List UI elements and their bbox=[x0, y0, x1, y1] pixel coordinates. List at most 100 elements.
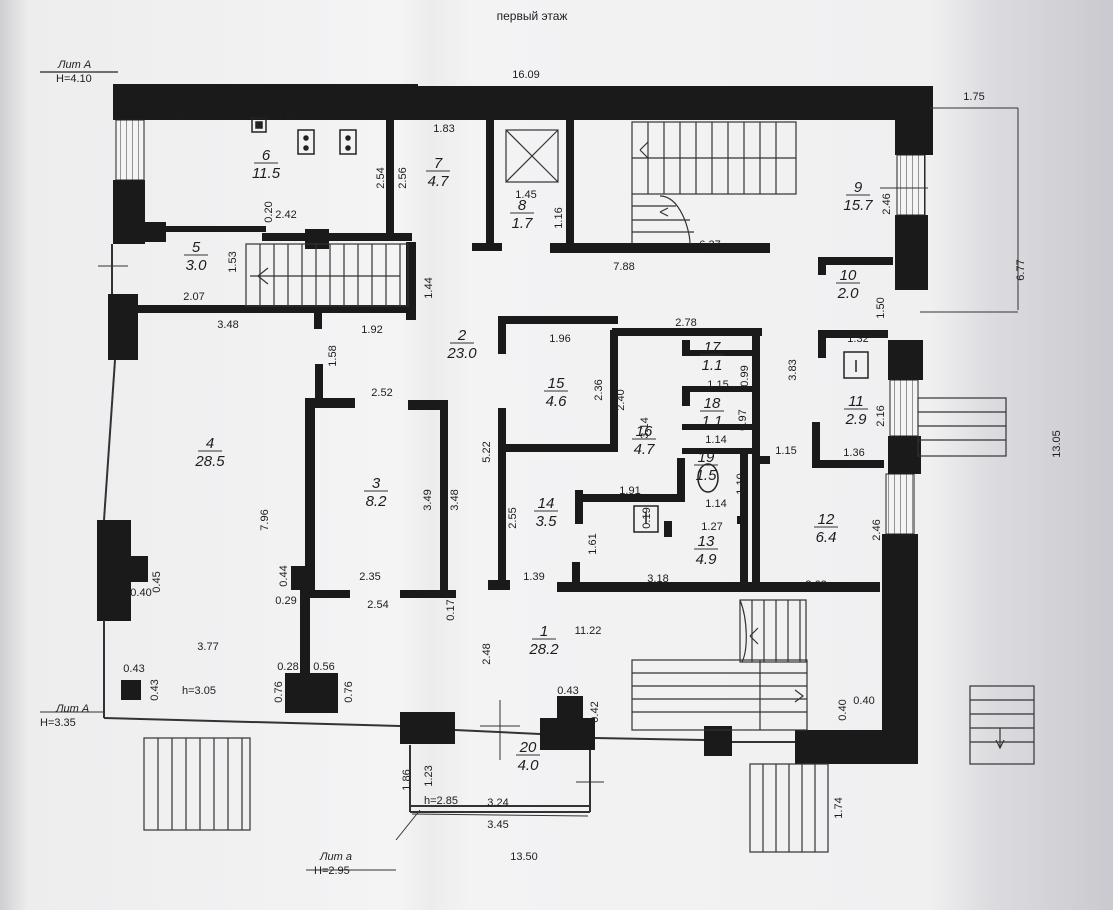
dimension-value: 0.99 bbox=[739, 365, 751, 386]
dimension-value: 0.42 bbox=[589, 701, 601, 722]
dimension-value: 2.16 bbox=[875, 405, 887, 426]
room-label: 154.6 bbox=[544, 375, 568, 410]
room-area: 3.0 bbox=[186, 257, 208, 274]
dimension-value: 1.58 bbox=[327, 345, 339, 366]
room-number: 16 bbox=[636, 423, 653, 440]
dimension-value: 0.20 bbox=[263, 201, 275, 222]
room-number: 8 bbox=[518, 197, 527, 214]
dimension-value: 1.14 bbox=[705, 498, 726, 510]
height-annotations: h=3.80 h=3.05 h=2.85 bbox=[154, 111, 458, 807]
dimension-value: 3.77 bbox=[197, 641, 218, 653]
room-number: 9 bbox=[854, 179, 863, 196]
dimension-value: 0.45 bbox=[151, 571, 163, 592]
dimension-value: 1.16 bbox=[553, 207, 565, 228]
dimension-value: 0.19 bbox=[641, 507, 653, 528]
room-number: 19 bbox=[698, 449, 715, 466]
room-number: 13 bbox=[698, 533, 715, 550]
room-number: 3 bbox=[372, 475, 381, 492]
dimension-value: 7.88 bbox=[613, 261, 634, 273]
dimension-value: 1.32 bbox=[847, 333, 868, 345]
dimension-value: 2.42 bbox=[275, 209, 296, 221]
room-area: 8.2 bbox=[366, 493, 388, 510]
dimension-value: 1.91 bbox=[619, 485, 640, 497]
dimension-value: 2.36 bbox=[593, 379, 605, 400]
dimension-value: 1.53 bbox=[227, 251, 239, 272]
lit-a-small-label: Лит а bbox=[319, 851, 352, 863]
dimension-lines bbox=[40, 107, 1019, 871]
room-number: 4 bbox=[206, 435, 214, 452]
dimension-value: 3.48 bbox=[217, 319, 238, 331]
room-label: 128.2 bbox=[528, 623, 559, 658]
height-label: h=3.05 bbox=[182, 685, 216, 697]
room-number: 14 bbox=[538, 495, 555, 512]
dimension-value: 2.52 bbox=[371, 387, 392, 399]
room-area: 28.5 bbox=[194, 453, 225, 470]
dimension-value: 2.40 bbox=[615, 389, 627, 410]
dimension-value: 2.35 bbox=[359, 571, 380, 583]
lit-a-top-label: Лит А bbox=[57, 59, 91, 71]
room-area: 2.9 bbox=[845, 411, 868, 428]
room-area: 1.1 bbox=[702, 413, 723, 430]
dimension-value: 3.24 bbox=[487, 797, 508, 809]
dimension-value: 3.83 bbox=[787, 359, 799, 380]
dimension-value: 2.62 bbox=[805, 579, 826, 591]
dimension-value: 0.29 bbox=[275, 595, 296, 607]
interior-walls bbox=[138, 118, 893, 676]
room-area: 4.6 bbox=[546, 393, 568, 410]
dimension-value: 1.61 bbox=[587, 533, 599, 554]
dimension-value: 0.97 bbox=[737, 409, 749, 430]
room-label: 112.9 bbox=[844, 393, 868, 428]
dimension-value: 2.78 bbox=[675, 317, 696, 329]
room-number: 20 bbox=[519, 739, 537, 756]
dimension-value: 2.56 bbox=[397, 167, 409, 188]
room-label: 38.2 bbox=[364, 475, 388, 510]
dimension-value: 3.49 bbox=[422, 489, 434, 510]
room-label: 181.1 bbox=[700, 395, 724, 430]
height-left-label: H=3.35 bbox=[40, 717, 76, 729]
room-area: 1.1 bbox=[702, 357, 723, 374]
room-label: 223.0 bbox=[446, 327, 477, 362]
porch bbox=[409, 700, 604, 813]
dimension-value: 6.37 bbox=[699, 239, 720, 251]
height-small-label: H=2.95 bbox=[314, 865, 350, 877]
dimension-value: 1.15 bbox=[775, 445, 796, 457]
dimension-value: 1.86 bbox=[401, 769, 413, 790]
room-label: 428.5 bbox=[194, 435, 225, 470]
dimension-value: 0.76 bbox=[343, 681, 355, 702]
shaft bbox=[505, 129, 559, 183]
room-area: 1.7 bbox=[512, 215, 534, 232]
room-number: 2 bbox=[457, 327, 467, 344]
room-area: 11.5 bbox=[252, 165, 281, 182]
dimension-value: 4.80 bbox=[277, 111, 298, 123]
room-label: 915.7 bbox=[843, 179, 873, 214]
stairs bbox=[143, 121, 1035, 853]
dimension-value: 1.96 bbox=[549, 333, 570, 345]
dimension-value: 11.22 bbox=[575, 625, 602, 637]
dimension-value: 2.46 bbox=[871, 519, 883, 540]
dimension-value: 1.27 bbox=[701, 521, 722, 533]
dimension-value: 0.56 bbox=[313, 661, 334, 673]
dimension-value: 0.43 bbox=[557, 685, 578, 697]
lit-a-left-label: Лит А bbox=[55, 703, 89, 715]
dimension-value: 1.45 bbox=[515, 189, 536, 201]
dimension-value: 6.77 bbox=[1015, 259, 1027, 280]
dimension-value: 2.55 bbox=[507, 507, 519, 528]
dimension-value: 0.76 bbox=[273, 681, 285, 702]
dimension-value: 0.44 bbox=[278, 565, 290, 586]
outer-walls bbox=[97, 84, 933, 764]
dimension-value: 1.14 bbox=[705, 434, 726, 446]
dimension-value: 1.10 bbox=[735, 473, 747, 494]
floor-title: первый этаж bbox=[497, 9, 568, 23]
level-markers: Лит А H=3.35 Лит а H=2.95 bbox=[40, 703, 352, 877]
dimension-value: 3.45 bbox=[487, 819, 508, 831]
windows bbox=[115, 119, 926, 535]
room-area: 3.5 bbox=[536, 513, 558, 530]
dimension-value: 0.40 bbox=[130, 587, 151, 599]
room-label: 191.5 bbox=[694, 449, 718, 484]
room-label: 204.0 bbox=[516, 739, 540, 774]
dimension-value: 3.14 bbox=[639, 417, 651, 438]
dimension-value: 2.46 bbox=[881, 193, 893, 214]
room-label: 611.5 bbox=[252, 147, 281, 182]
dimension-value: 2.54 bbox=[375, 167, 387, 188]
